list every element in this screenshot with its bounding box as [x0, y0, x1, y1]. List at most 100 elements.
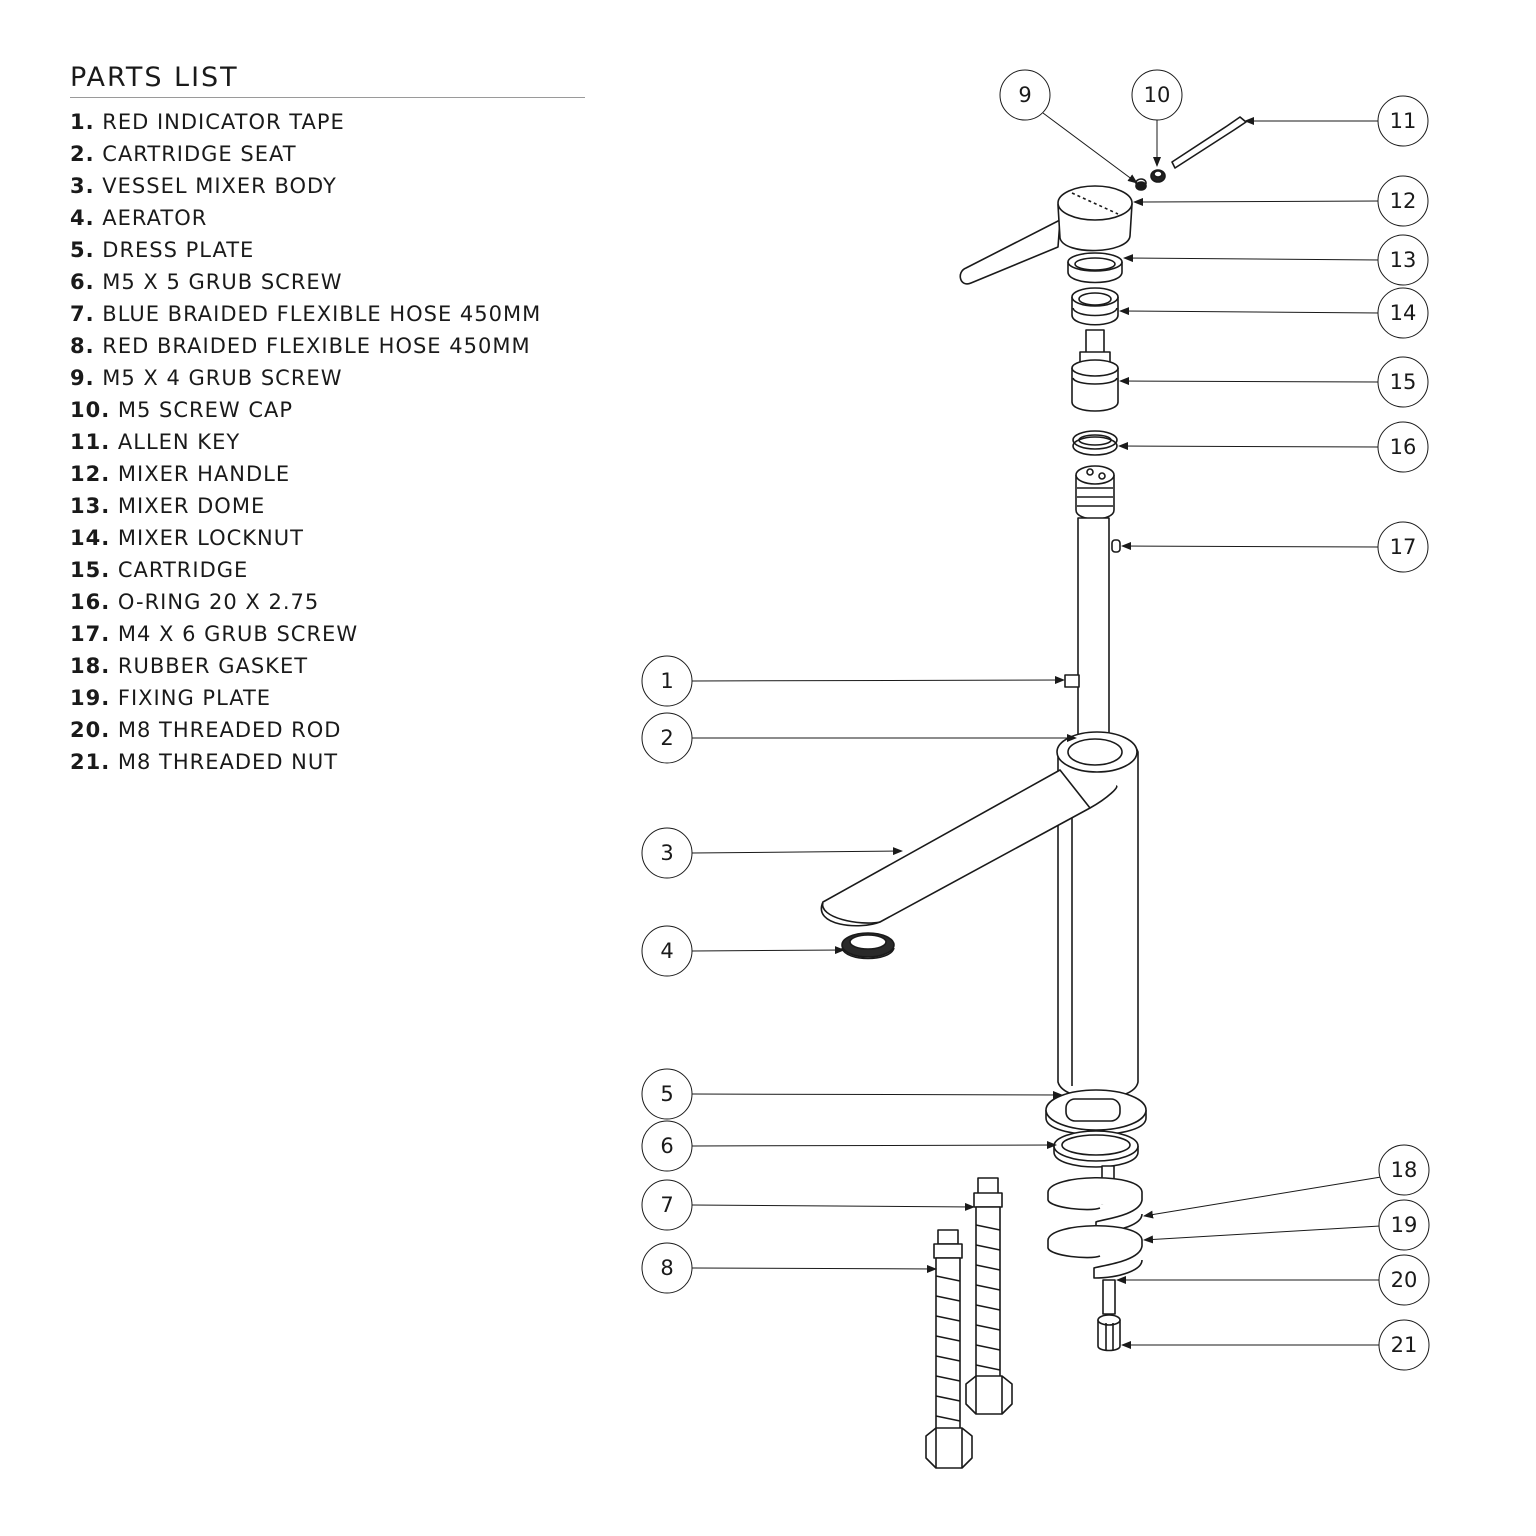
leader-line-18 [1143, 1176, 1382, 1219]
fixing-plate-part [1047, 1165, 1143, 1279]
callout-12: 12 [1377, 175, 1429, 227]
list-item: 1. RED INDICATOR TAPE [70, 106, 585, 138]
callout-16-label: 16 [1390, 435, 1417, 459]
mixer-handle-part [959, 185, 1133, 285]
dress-plate-part [1045, 1089, 1147, 1136]
callout-3: 3 [641, 827, 693, 879]
callout-20: 20 [1378, 1254, 1430, 1306]
leader-line-4 [691, 946, 845, 955]
callout-2: 2 [641, 712, 693, 764]
list-item: 4. AERATOR [70, 202, 585, 234]
callout-15-label: 15 [1390, 370, 1417, 394]
callout-10: 10 [1131, 69, 1183, 121]
callout-9-label: 9 [1018, 83, 1031, 107]
item-number: 3. [70, 174, 95, 198]
list-item: 10. M5 SCREW CAP [70, 394, 585, 426]
leader-line-9 [1042, 112, 1138, 184]
red-hose-part [925, 1229, 973, 1469]
item-number: 17. [70, 622, 111, 646]
parts-list-title: PARTS LIST [70, 62, 585, 98]
item-number: 8. [70, 334, 95, 358]
item-label: CARTRIDGE SEAT [102, 142, 297, 166]
list-item: 3. VESSEL MIXER BODY [70, 170, 585, 202]
mixer-dome-part [1067, 252, 1123, 284]
callout-17-label: 17 [1390, 535, 1417, 559]
item-number: 20. [70, 718, 111, 742]
threaded-rod-part [1102, 1279, 1116, 1315]
item-number: 4. [70, 206, 95, 230]
callout-2-label: 2 [660, 726, 673, 750]
callout-14: 14 [1377, 287, 1429, 339]
item-number: 10. [70, 398, 111, 422]
mixer-locknut-part [1071, 287, 1119, 326]
item-label: M8 THREADED NUT [117, 750, 339, 774]
callout-21: 21 [1378, 1319, 1430, 1371]
leader-line-13 [1123, 254, 1381, 263]
callout-9: 9 [999, 69, 1051, 121]
leader-line-1 [691, 676, 1065, 685]
callout-11: 11 [1377, 95, 1429, 147]
callout-1-label: 1 [660, 669, 673, 693]
leader-line-14 [1119, 307, 1381, 316]
callout-16: 16 [1377, 421, 1429, 473]
cartridge-seat-part [1064, 465, 1115, 744]
list-item: 11. ALLEN KEY [70, 426, 585, 458]
callout-12-label: 12 [1390, 189, 1417, 213]
m4-grub-screw-part [1111, 539, 1121, 553]
list-item: 7. BLUE BRAIDED FLEXIBLE HOSE 450MM [70, 298, 585, 330]
item-label: O-RING 20 X 2.75 [117, 590, 320, 614]
item-label: AERATOR [102, 206, 208, 230]
callout-6-label: 6 [660, 1134, 673, 1158]
rubber-gasket-part [1053, 1130, 1139, 1168]
list-item: 6. M5 X 5 GRUB SCREW [70, 266, 585, 298]
leader-line-12 [1133, 197, 1381, 206]
list-item: 14. MIXER LOCKNUT [70, 522, 585, 554]
item-label: RUBBER GASKET [117, 654, 309, 678]
callout-4: 4 [641, 925, 693, 977]
item-number: 14. [70, 526, 111, 550]
item-number: 11. [70, 430, 111, 454]
callout-19-label: 19 [1391, 1213, 1418, 1237]
list-item: 20. M8 THREADED ROD [70, 714, 585, 746]
item-number: 7. [70, 302, 95, 326]
callout-10-label: 10 [1144, 83, 1171, 107]
leader-line-7 [691, 1202, 975, 1211]
list-item: 9. M5 X 4 GRUB SCREW [70, 362, 585, 394]
list-item: 8. RED BRAIDED FLEXIBLE HOSE 450MM [70, 330, 585, 362]
callout-8: 8 [641, 1242, 693, 1294]
callout-19: 19 [1378, 1199, 1430, 1251]
grub-screw-part [1135, 178, 1147, 191]
item-label: M5 X 4 GRUB SCREW [102, 366, 343, 390]
allen-key-part [1171, 116, 1247, 169]
item-label: MIXER HANDLE [117, 462, 291, 486]
item-number: 2. [70, 142, 95, 166]
list-item: 5. DRESS PLATE [70, 234, 585, 266]
item-label: M8 THREADED ROD [117, 718, 342, 742]
leader-line-19 [1143, 1225, 1381, 1244]
callout-4-label: 4 [660, 939, 673, 963]
leader-line-16 [1118, 442, 1381, 451]
leader-line-5 [691, 1090, 1063, 1099]
item-number: 1. [70, 110, 95, 134]
item-label: RED INDICATOR TAPE [102, 110, 345, 134]
list-item: 13. MIXER DOME [70, 490, 585, 522]
leader-line-15 [1119, 377, 1381, 386]
item-number: 13. [70, 494, 111, 518]
callout-17: 17 [1377, 521, 1429, 573]
list-item: 18. RUBBER GASKET [70, 650, 585, 682]
item-label: MIXER DOME [117, 494, 266, 518]
list-item: 17. M4 X 6 GRUB SCREW [70, 618, 585, 650]
item-label: M5 SCREW CAP [117, 398, 294, 422]
callout-3-label: 3 [660, 841, 673, 865]
callout-1: 1 [641, 655, 693, 707]
item-label: FIXING PLATE [117, 686, 272, 710]
callout-18: 18 [1378, 1144, 1430, 1196]
item-number: 9. [70, 366, 95, 390]
callout-15: 15 [1377, 356, 1429, 408]
callout-11-label: 11 [1390, 109, 1417, 133]
callout-18-label: 18 [1391, 1158, 1418, 1182]
list-item: 2. CARTRIDGE SEAT [70, 138, 585, 170]
callout-8-label: 8 [660, 1256, 673, 1280]
item-number: 19. [70, 686, 111, 710]
